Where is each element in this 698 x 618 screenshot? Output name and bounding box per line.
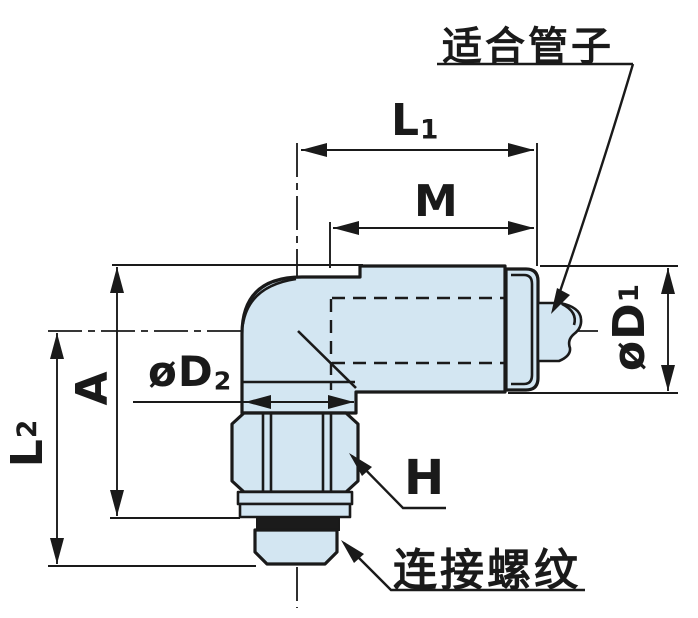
dim-label-a: A — [66, 358, 118, 418]
arrowhead — [508, 221, 534, 235]
arrowhead — [333, 221, 359, 235]
elbow-body — [240, 264, 507, 415]
leader-lines — [341, 62, 635, 592]
dim-label-h-main: H — [404, 450, 446, 506]
dim-label-l2-main: L — [1, 438, 53, 468]
dim-label-d2: øD2 — [148, 347, 232, 396]
callout-tube-label: 适合管子 — [442, 24, 614, 70]
dim-label-d2-sub: 2 — [213, 366, 233, 396]
dim-label-d2-main: øD — [148, 347, 214, 396]
arrowhead — [508, 143, 534, 157]
dim-label-m-main: M — [414, 176, 459, 227]
flange-band-upper — [236, 490, 354, 506]
release-collar — [504, 267, 540, 392]
arrowhead — [661, 268, 675, 294]
thread-stud — [253, 528, 339, 566]
arrowhead — [110, 267, 124, 293]
arrowhead — [661, 365, 675, 391]
release-collar-inner — [511, 273, 534, 386]
arrowhead — [341, 540, 364, 563]
arrowhead — [110, 490, 124, 516]
seal-gasket — [256, 517, 340, 531]
dimension-lines — [50, 143, 675, 564]
hex-nut — [230, 411, 360, 494]
dim-label-l1-main: L — [391, 95, 421, 146]
dim-label-l2-sub: 2 — [11, 418, 43, 439]
leader-h-line — [351, 455, 446, 510]
arrowhead — [301, 143, 327, 157]
flange-band-lower — [238, 502, 352, 519]
tube-stub — [536, 301, 583, 363]
diagonal-feature-line — [297, 330, 357, 389]
arrowhead — [551, 288, 570, 314]
arrowhead — [245, 395, 271, 409]
leader-tube-line — [552, 63, 635, 310]
dim-label-d1-main: øD — [603, 302, 655, 372]
tube-break-curve — [561, 302, 577, 326]
dim-label-m: M — [414, 176, 459, 227]
extension-lines — [48, 143, 678, 567]
arrowhead — [50, 538, 64, 564]
dim-label-l1: L1 — [391, 95, 439, 146]
dim-label-d1-sub: 1 — [613, 282, 645, 303]
callout-thread-label: 连接螺纹 — [393, 545, 581, 596]
fitting-body-group — [230, 264, 583, 566]
dim-label-l1-sub: 1 — [420, 114, 440, 146]
arrowhead — [328, 395, 354, 409]
dim-label-a-main: A — [66, 370, 118, 406]
corner-fillet-arc — [241, 277, 297, 325]
arrowhead — [50, 333, 64, 359]
dim-label-h: H — [404, 450, 445, 506]
arrowhead — [349, 453, 372, 476]
leader-thread-line — [343, 542, 585, 592]
